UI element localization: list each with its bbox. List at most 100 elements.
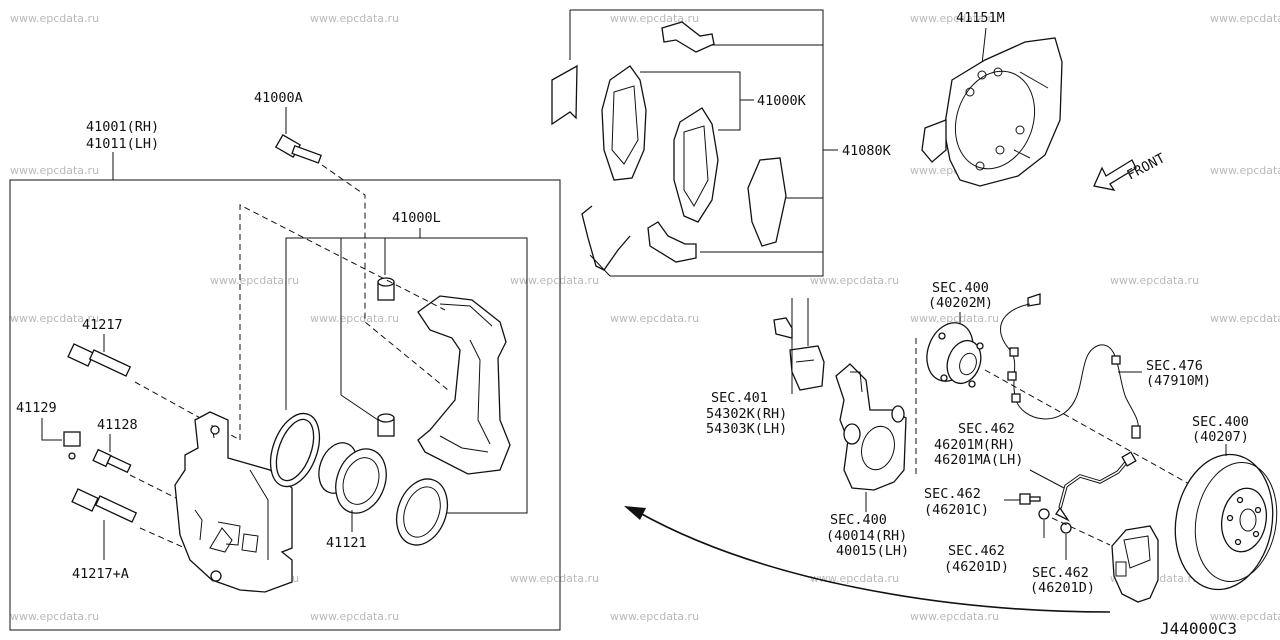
slide-pin-41217 xyxy=(67,343,132,377)
bleeder-cap-41129 xyxy=(63,431,81,460)
leader-line xyxy=(340,394,379,421)
washer-icon xyxy=(1060,522,1072,534)
watermark-text: www.epcdata.ru xyxy=(10,164,99,177)
pad-spring xyxy=(581,205,631,271)
part-label-41217A[interactable]: 41217+A xyxy=(72,566,129,582)
brake-pad-inner xyxy=(673,107,719,223)
pad-clip-upper xyxy=(661,21,715,53)
sec400-rotor-label-line1[interactable]: SEC.400 xyxy=(1192,414,1249,430)
sec400-rotor-label-line2[interactable]: (40207) xyxy=(1192,429,1249,445)
knuckle-bracket xyxy=(773,317,825,391)
anti-squeal-shim xyxy=(551,64,578,126)
watermark-text: www.epcdata.ru xyxy=(610,610,699,623)
watermark-text: www.epcdata.ru xyxy=(10,12,99,25)
leader-line xyxy=(41,418,62,441)
watermark-layer: www.epcdata.ru www.epcdata.ru www.epcdat… xyxy=(10,12,1280,623)
part-label-41000L[interactable]: 41000L xyxy=(392,210,441,226)
dashed-guide xyxy=(129,474,181,501)
bolt-41000A xyxy=(274,134,322,164)
sec401-label-line2[interactable]: 54302K(RH) xyxy=(706,406,787,422)
leader-line xyxy=(1029,469,1065,489)
brake-pad-outer xyxy=(601,65,647,181)
bushing-upper xyxy=(377,277,395,301)
sec462-d2-label-line1[interactable]: SEC.462 xyxy=(1032,565,1089,581)
pad-kit-frame xyxy=(570,9,824,277)
caliper-bracket xyxy=(417,295,511,475)
leader-line xyxy=(285,237,420,410)
assembly-direction-arrow xyxy=(624,506,1111,613)
watermark-text: www.epcdata.ru xyxy=(1210,12,1280,25)
sec462-d2-label-line2[interactable]: (46201D) xyxy=(1030,580,1095,596)
caliper-body xyxy=(174,411,293,593)
sec400-knuckle-label-line1[interactable]: SEC.400 xyxy=(830,512,887,528)
part-label-41000K[interactable]: 41000K xyxy=(757,93,807,109)
sec401-label-line1[interactable]: SEC.401 xyxy=(711,390,768,406)
part-label-41011[interactable]: 41011(LH) xyxy=(86,136,159,152)
sec400-knuckle-label-line3[interactable]: 40015(LH) xyxy=(836,543,909,559)
watermark-text: www.epcdata.ru xyxy=(210,274,299,287)
slide-pin-41217A xyxy=(71,488,138,523)
sec400-knuckle-label-line2[interactable]: (40014(RH) xyxy=(826,528,907,544)
diagram-code: J44000C3 xyxy=(1160,619,1237,638)
watermark-text: www.epcdata.ru xyxy=(910,12,999,25)
watermark-text: www.epcdata.ru xyxy=(1110,274,1199,287)
dashed-guide xyxy=(984,369,1201,491)
washer-icon xyxy=(1038,508,1050,520)
sec462-hose-label-line1[interactable]: SEC.462 xyxy=(958,421,1015,437)
watermark-text: www.epcdata.ru xyxy=(1210,312,1280,325)
watermark-text: www.epcdata.ru xyxy=(810,572,899,585)
pad-shim-inner xyxy=(747,157,787,247)
watermark-text: www.epcdata.ru xyxy=(1210,610,1280,623)
part-label-41001[interactable]: 41001(RH) xyxy=(86,119,159,135)
sec462-c-label-line2[interactable]: (46201C) xyxy=(924,502,989,518)
sec462-hose-label-line3[interactable]: 46201MA(LH) xyxy=(934,452,1023,468)
part-label-41151M[interactable]: 41151M xyxy=(956,10,1005,26)
brake-hose xyxy=(1055,451,1137,522)
brake-rotor xyxy=(1174,453,1278,591)
dust-shield xyxy=(921,37,1063,187)
sec462-hose-label-line2[interactable]: 46201M(RH) xyxy=(934,437,1015,453)
sec401-label-line3[interactable]: 54303K(LH) xyxy=(706,421,787,437)
sec462-d1-label-line2[interactable]: (46201D) xyxy=(944,559,1009,575)
sec400-label-line2[interactable]: (40202M) xyxy=(928,295,993,311)
watermark-text: www.epcdata.ru xyxy=(910,610,999,623)
bushing-lower xyxy=(377,413,395,437)
sec476-label-line2[interactable]: (47910M) xyxy=(1146,373,1211,389)
sec476-label-line1[interactable]: SEC.476 xyxy=(1146,358,1203,374)
part-label-41128[interactable]: 41128 xyxy=(97,417,138,433)
bleeder-screw-41128 xyxy=(92,448,132,474)
piston-seal xyxy=(269,412,321,488)
sec462-d1-label-line1[interactable]: SEC.462 xyxy=(948,543,1005,559)
watermark-text: www.epcdata.ru xyxy=(310,312,399,325)
bolt-46201C xyxy=(1019,493,1041,505)
sec400-label-line1[interactable]: SEC.400 xyxy=(932,280,989,296)
watermark-text: www.epcdata.ru xyxy=(610,312,699,325)
watermark-text: www.epcdata.ru xyxy=(510,572,599,585)
piston-41121 xyxy=(318,442,387,514)
part-label-41129[interactable]: 41129 xyxy=(16,400,57,416)
abs-wheel-sensor xyxy=(1000,293,1141,439)
watermark-text: www.epcdata.ru xyxy=(10,610,99,623)
leader-line xyxy=(981,27,987,65)
part-label-41217[interactable]: 41217 xyxy=(82,317,123,333)
steering-knuckle xyxy=(835,363,907,491)
front-direction-arrow: FRONT xyxy=(1093,150,1168,191)
watermark-text: www.epcdata.ru xyxy=(310,610,399,623)
watermark-text: www.epcdata.ru xyxy=(910,312,999,325)
watermark-text: www.epcdata.ru xyxy=(810,274,899,287)
leader-line xyxy=(419,228,528,514)
watermark-text: www.epcdata.ru xyxy=(610,12,699,25)
sec462-c-label-line1[interactable]: SEC.462 xyxy=(924,486,981,502)
dashed-guide xyxy=(134,204,446,441)
part-label-41121[interactable]: 41121 xyxy=(326,535,367,551)
part-label-41000A[interactable]: 41000A xyxy=(254,90,303,106)
dashed-guide xyxy=(321,164,449,391)
pad-clip-lower xyxy=(647,221,697,263)
front-label: FRONT xyxy=(1124,150,1167,183)
dashed-guide xyxy=(1051,517,1111,546)
caliper-assembly-frame xyxy=(9,179,561,631)
part-label-41080K[interactable]: 41080K xyxy=(842,143,892,159)
caliper-reference xyxy=(1111,525,1159,603)
